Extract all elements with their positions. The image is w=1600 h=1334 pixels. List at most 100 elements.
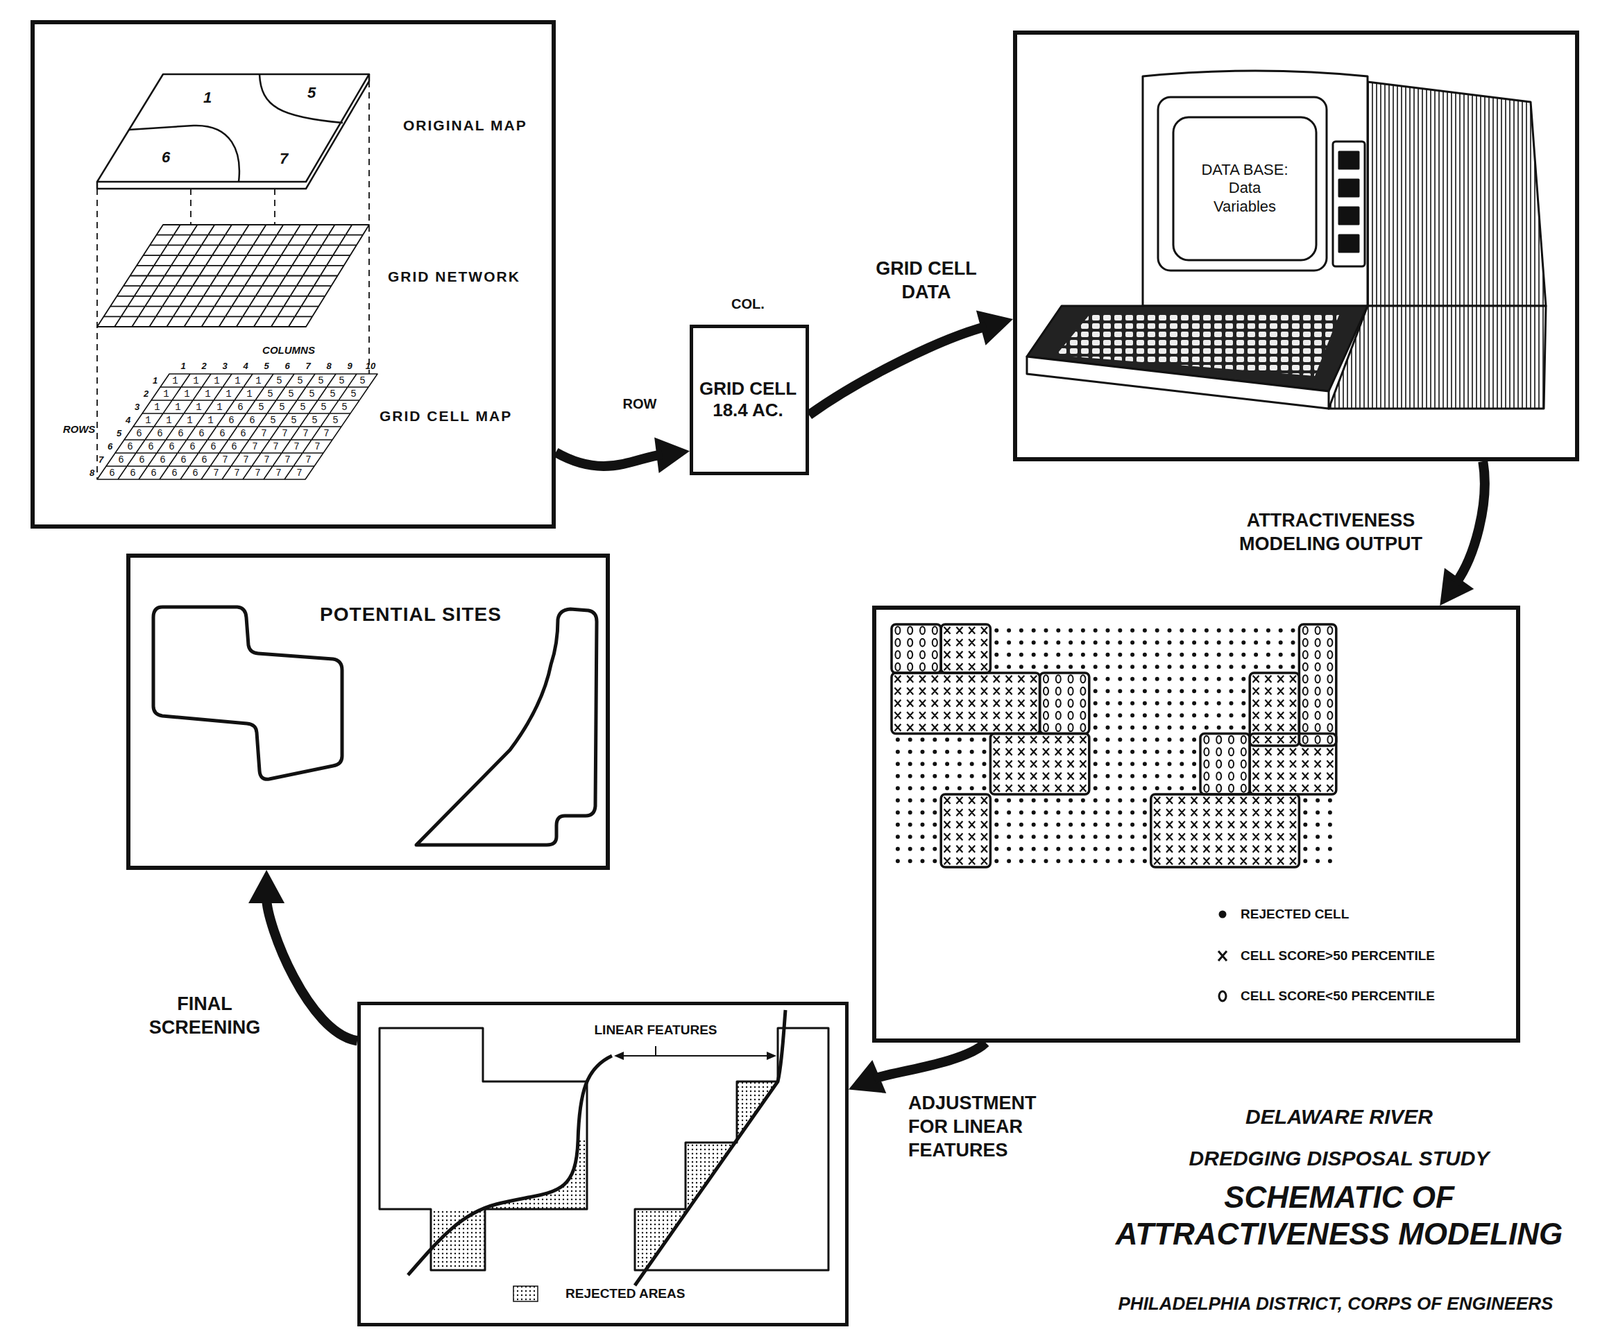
label-text: 1 [203, 88, 212, 107]
label-text-wrap: 1 [203, 88, 212, 107]
label-text: 5 [263, 360, 269, 372]
node-text: LINEAR FEATURES [594, 1022, 718, 1039]
arrow-shaft [266, 897, 358, 1041]
legend-x [1218, 951, 1227, 961]
arrow-shaft [1455, 461, 1485, 584]
region-outline [891, 624, 941, 674]
button [1339, 207, 1359, 225]
label-text: 5 [307, 83, 316, 102]
label-text-wrap: 6666677777 [108, 466, 318, 479]
grid-lines [104, 224, 363, 327]
grid-outline [97, 373, 378, 480]
model-output-panel: REJECTED CELL CELL SCORE>50 PERCENTILE CEL… [872, 605, 1521, 1043]
drawing-part [97, 373, 378, 480]
label-text-wrap: PHILADELPHIA DISTRICT, CORPS OF ENGINEER… [1118, 1293, 1554, 1315]
linear-feature [407, 1056, 612, 1276]
region-outline [1298, 624, 1336, 746]
label-text-wrap: 1111155555 [172, 374, 381, 387]
label-text: 1 [180, 360, 186, 372]
label-text: DREDGING DISPOSAL STUDY [1189, 1146, 1490, 1172]
label-text-wrap: ROWS [63, 423, 96, 436]
node-text-wrap: GRID CELL 18.4 AC. [695, 378, 800, 422]
node-text: DATA BASE: Data Variables [1196, 160, 1294, 216]
label-text-wrap: 3 [222, 360, 227, 372]
drawing-part [153, 607, 597, 846]
label-text: 5 [116, 428, 122, 440]
legend-swatch [1218, 951, 1227, 961]
label-text-wrap: 1 [180, 360, 186, 372]
label-text-wrap: 7 [305, 360, 311, 372]
edge-label-wrap: FINAL SCREENING [131, 991, 278, 1042]
node-text-wrap: GRID CELL MAP [379, 407, 513, 425]
map-boundary [259, 74, 343, 123]
label-text-wrap: 9 [346, 360, 352, 372]
map-edge [97, 74, 370, 189]
legend-text: REJECTED AREAS [565, 1286, 685, 1303]
button [1339, 151, 1359, 169]
edge-label-wrap: ADJUSTMENT FOR LINEAR FEATURES [905, 1090, 1079, 1164]
region-outline [940, 794, 991, 868]
computer-panel: DATA BASE: Data Variables [1013, 30, 1580, 462]
feature-bracket [621, 1046, 769, 1057]
label-text: 4 [242, 360, 248, 372]
computer-illustration [1013, 30, 1580, 462]
label-text-wrap: 1 [152, 375, 158, 387]
label-text: 7 [305, 360, 311, 372]
label-text-wrap: 6 [161, 148, 170, 167]
node-text-wrap: DATA BASE: Data Variables [1196, 160, 1294, 216]
site-outline [416, 609, 597, 846]
label-text-wrap: 4 [242, 360, 248, 372]
arrow-shaft [555, 452, 662, 467]
legend-text: REJECTED CELL [1240, 906, 1349, 923]
label-text: ROWS [63, 423, 96, 436]
label-text: 1111665555 [145, 414, 354, 427]
label-text-wrap: 8 [326, 360, 331, 372]
linear-adjustment-panel: LINEAR FEATURES REJECTED AREAS [357, 1001, 849, 1327]
node-text: GRID NETWORK [387, 267, 521, 286]
label-text-wrap: COLUMNS [262, 344, 316, 357]
label-text-wrap: 6 [107, 441, 113, 453]
label-text: 2 [201, 360, 207, 372]
potential-sites-panel: POTENTIAL SITES [126, 553, 610, 871]
legend-stipple [513, 1286, 538, 1302]
node-text: ORIGINAL MAP [403, 116, 528, 134]
edge-label: GRID CELL DATA [856, 256, 996, 306]
node-text: COL. [731, 295, 765, 313]
grid-outline [97, 224, 370, 327]
label-text-wrap: 6 [284, 360, 290, 372]
flow-arrow [809, 310, 1014, 416]
label-text-wrap: 7 [98, 454, 104, 466]
label-text: 8 [326, 360, 331, 372]
flow-arrow [1439, 461, 1485, 606]
diagram-title-wrap: SCHEMATIC OF ATTRACTIVENESS MODELING [1096, 1179, 1582, 1254]
label-text: 6666667777 [135, 427, 345, 440]
legend-text-wrap: CELL SCORE<50 PERCENTILE [1240, 988, 1435, 1005]
map-process-panel: ORIGINAL MAPGRID NETWORKGRID CELL MAP156… [30, 20, 556, 529]
label-text: 1 [152, 375, 158, 387]
label-text-wrap: 5 [116, 428, 122, 440]
diagram-title: SCHEMATIC OF ATTRACTIVENESS MODELING [1096, 1179, 1582, 1254]
region-outline [1040, 673, 1090, 735]
label-text-wrap: 6666677777 [117, 453, 327, 466]
label-text: COLUMNS [262, 344, 316, 357]
node-text-wrap: LINEAR FEATURES [594, 1022, 718, 1039]
low-score-cells [895, 626, 1333, 793]
label-text: 7 [98, 454, 104, 466]
node-text: GRID CELL 18.4 AC. [695, 378, 800, 422]
label-text: 4 [125, 414, 131, 427]
region-outline [1151, 794, 1300, 868]
label-text-wrap: 10 [365, 360, 376, 372]
label-text: 3 [222, 360, 227, 372]
label-text-wrap: 6666667777 [126, 440, 336, 453]
node-text-wrap: COL. [731, 295, 765, 313]
screen [1173, 117, 1317, 261]
drawing-part [1026, 70, 1546, 409]
legend-o [1219, 991, 1227, 1002]
legend-text-wrap: CELL SCORE>50 PERCENTILE [1240, 948, 1435, 965]
flow-arrow [848, 1042, 986, 1094]
label-text-wrap: 1111155555 [163, 387, 372, 400]
map-boundary [129, 125, 240, 182]
label-text-wrap: 2 [201, 360, 207, 372]
label-text-wrap: 8 [89, 467, 95, 479]
bracket-arrowheads [614, 1051, 777, 1061]
